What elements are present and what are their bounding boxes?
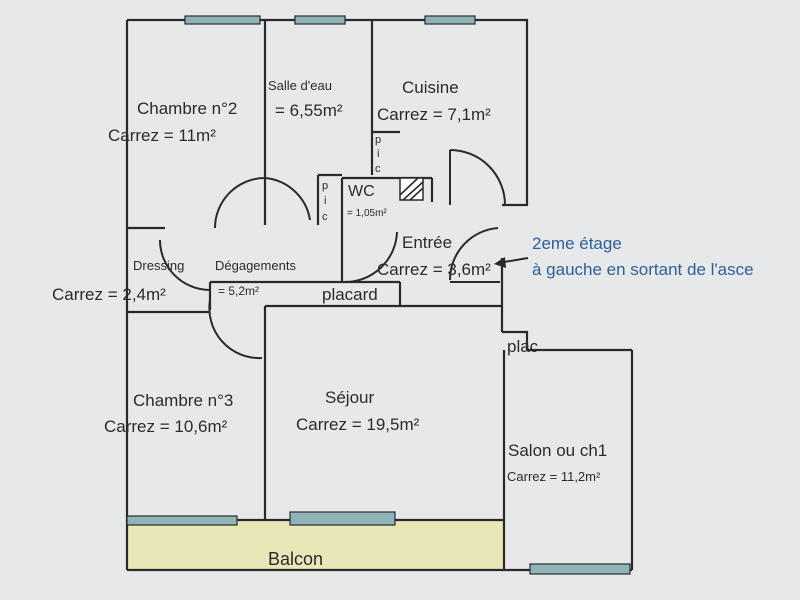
annotation-direction: à gauche en sortant de l'asce: [532, 260, 754, 279]
entry-arrow: [494, 257, 529, 268]
pic1-i: i: [377, 148, 379, 160]
dressing-name: Dressing: [133, 258, 184, 273]
chambre2-area: Carrez = 11m²: [108, 126, 216, 145]
entree-area: Carrez = 3,6m²: [377, 260, 491, 279]
sejour-name: Séjour: [325, 388, 374, 407]
salon-name: Salon ou ch1: [508, 441, 607, 460]
cuisine-area: Carrez = 7,1m²: [377, 105, 491, 124]
chambre3-name: Chambre n°3: [133, 391, 233, 410]
wc-name: WC: [348, 183, 375, 200]
doors: [159, 149, 506, 360]
window: [184, 15, 261, 25]
window: [529, 563, 631, 575]
chambre3-area: Carrez = 10,6m²: [104, 417, 228, 436]
window: [126, 515, 238, 526]
window: [289, 511, 396, 526]
duct-hatch: [399, 177, 424, 201]
entree-name: Entrée: [402, 233, 452, 252]
pic1-c: c: [375, 163, 381, 175]
degagements-name: Dégagements: [215, 258, 296, 273]
window: [294, 15, 346, 25]
plac-label: plac: [507, 337, 539, 356]
pic2-i: i: [324, 195, 326, 207]
window: [424, 15, 476, 25]
dressing-area: Carrez = 2,4m²: [52, 285, 166, 304]
annotation-floor: 2eme étage: [532, 234, 622, 253]
pic1-p: p: [375, 134, 381, 146]
windows: [126, 15, 631, 575]
placard-label: placard: [322, 285, 378, 304]
salon-area: Carrez = 11,2m²: [507, 469, 601, 484]
salle-eau-area: = 6,55m²: [275, 101, 343, 120]
balcon-area: [127, 520, 504, 570]
pic2-c: c: [322, 211, 328, 223]
degagements-area: = 5,2m²: [218, 284, 259, 298]
wc-area: = 1,05m²: [347, 208, 387, 219]
balcon-name: Balcon: [268, 549, 323, 569]
cuisine-name: Cuisine: [402, 78, 459, 97]
sejour-area: Carrez = 19,5m²: [296, 415, 420, 434]
pic2-p: p: [322, 180, 328, 192]
chambre2-name: Chambre n°2: [137, 99, 237, 118]
salle-eau-name: Salle d'eau: [268, 78, 332, 93]
